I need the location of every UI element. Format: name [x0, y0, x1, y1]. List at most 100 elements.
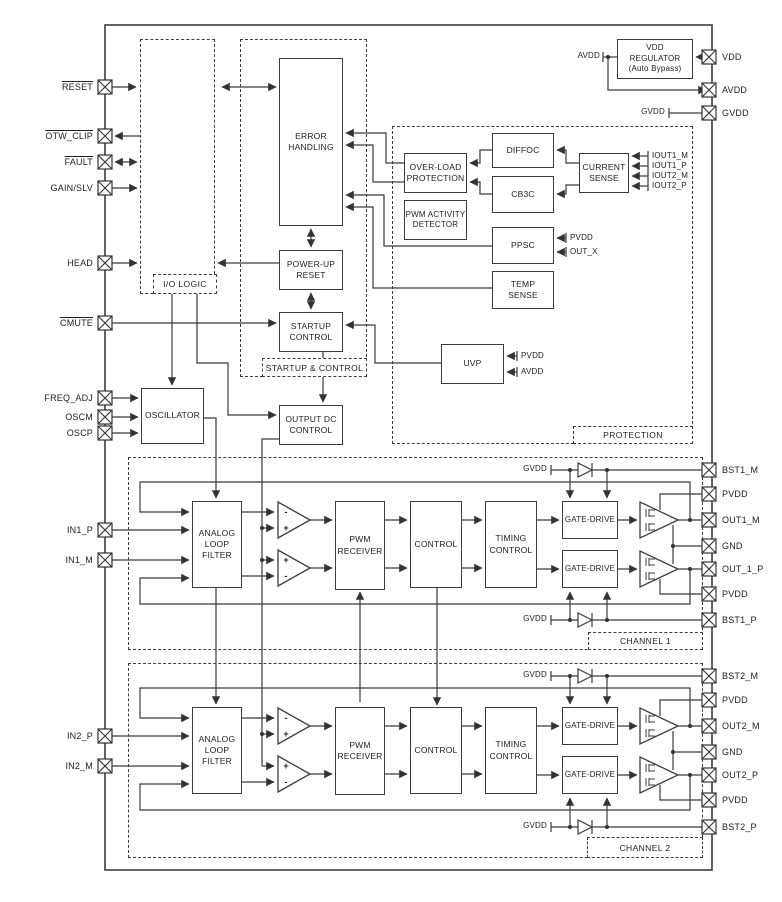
pin-terminal-icon [97, 180, 113, 196]
pin-terminal-icon [701, 561, 717, 577]
pin-terminal-icon [701, 512, 717, 528]
pin-in2-p: IN2_P [0, 728, 113, 744]
net-label-iout1-p: IOUT1_P [652, 161, 687, 170]
pin-label: OSCP [66, 428, 93, 438]
net-label-iout1-m: IOUT1_M [652, 151, 689, 160]
pin-gain-slv: GAIN/SLV [0, 180, 113, 196]
comparator-icon [277, 754, 312, 794]
comparator-sign: + [283, 523, 289, 533]
pin-bst2-m: BST2_M [701, 668, 758, 684]
block-error-handling: ERROR HANDLING [279, 58, 343, 226]
pin-label: BST2_M [722, 671, 759, 681]
startup-control-label-text: STARTUP & CONTROL [265, 362, 364, 373]
net-label-iout2-p: IOUT2_P [652, 181, 687, 190]
pin-pvdd-1: PVDD [701, 486, 748, 502]
block-output-dc-control: OUTPUT DC CONTROL [279, 405, 343, 445]
block-ch1-gate-drive-top: GATE-DRIVE [562, 501, 618, 539]
comparator-sign: - [284, 713, 288, 723]
pin-in2-m: IN2_M [0, 758, 113, 774]
pin-terminal-icon [701, 718, 717, 734]
net-label-iout2-m: IOUT2_M [652, 171, 689, 180]
pin-terminal-icon [97, 390, 113, 406]
diode-icon [577, 668, 594, 684]
pin-label: OUT1_M [722, 515, 760, 525]
block-uvp: UVP [441, 344, 504, 384]
pin-reset: RESET [0, 79, 113, 95]
pin-head: HEAD [0, 255, 113, 271]
channel2-region-label: CHANNEL 2 [587, 837, 703, 858]
pin-label: GVDD [722, 108, 749, 118]
pin-gvdd: GVDD [701, 105, 749, 121]
startup-control-region-label: STARTUP & CONTROL [262, 358, 367, 377]
comparator-sign: - [284, 777, 288, 787]
pin-terminal-icon [97, 728, 113, 744]
block-power-up-reset: POWER-UP RESET [279, 250, 343, 290]
pin-label: OUT2_M [722, 721, 760, 731]
net-label-gvdd: GVDD [523, 614, 547, 623]
pin-terminal-icon [97, 425, 113, 441]
pin-terminal-icon [701, 538, 717, 554]
block-ch2-timing-control: TIMING CONTROL [485, 707, 537, 794]
net-label-gvdd: GVDD [641, 107, 665, 116]
pin-label: OUT_1_P [722, 564, 764, 574]
io-logic-label-text: I/O LOGIC [163, 279, 207, 289]
pin-label: FAULT [64, 157, 93, 167]
block-ch2-gate-drive-top: GATE-DRIVE [562, 707, 618, 745]
pin-terminal-icon [701, 105, 717, 121]
pin-terminal-icon [701, 819, 717, 835]
comparator-sign: - [284, 507, 288, 517]
block-ch1-pwm-receiver: PWM RECEIVER [335, 501, 385, 590]
junction-dots [260, 55, 692, 829]
pin-terminal-icon [701, 462, 717, 478]
block-temp-sense: TEMP SENSE [492, 271, 554, 309]
channel1-region-label: CHANNEL 1 [588, 632, 703, 650]
diode-symbols [577, 462, 594, 835]
diode-icon [577, 612, 594, 628]
pin-label: IN2_P [66, 731, 93, 741]
pin-pvdd-2: PVDD [701, 586, 748, 602]
pin-bst1-p: BST1_P [701, 612, 757, 628]
block-diffoc: DIFFOC [492, 133, 554, 168]
block-cb3c: CB3C [492, 176, 554, 213]
pin-terminal-icon [97, 128, 113, 144]
block-ch1-analog-loop-filter: ANALOG LOOP FILTER [192, 501, 242, 588]
pin-label: BST1_M [722, 465, 759, 475]
net-label-gvdd: GVDD [523, 464, 547, 473]
comparator-icon [277, 706, 312, 746]
pin-label: FREQ_ADJ [44, 393, 93, 403]
pin-label: IN1_M [65, 555, 93, 565]
io-logic-region-label: I/O LOGIC [153, 274, 217, 294]
net-label-pvdd: PVDD [521, 351, 545, 360]
pin-terminal-icon [701, 49, 717, 65]
block-pwm-activity-detector: PWM ACTIVITY DETECTOR [404, 200, 467, 240]
pin-bst2-p: BST2_P [701, 819, 757, 835]
pin-label: BST1_P [722, 615, 757, 625]
net-label-pvdd: PVDD [570, 233, 594, 242]
net-label-avdd: AVDD [521, 367, 544, 376]
block-ch2-analog-loop-filter: ANALOG LOOP FILTER [192, 707, 242, 794]
pin-label: RESET [61, 82, 93, 92]
diode-icon [577, 462, 594, 478]
protection-region [392, 126, 693, 444]
pin-terminal-icon [701, 792, 717, 808]
pin-in1-m: IN1_M [0, 552, 113, 568]
pin-terminal-icon [701, 82, 717, 98]
block-ch1-control: CONTROL [410, 501, 462, 588]
pin-terminal-icon [701, 612, 717, 628]
pin-label: GAIN/SLV [50, 183, 93, 193]
pin-in1-p: IN1_P [0, 522, 113, 538]
pin-label: CMUTE [60, 318, 93, 328]
pin-out-1-p: OUT_1_P [701, 561, 763, 577]
diode-icon [577, 819, 594, 835]
block-ch2-gate-drive-bottom: GATE-DRIVE [562, 756, 618, 794]
io-logic-region [140, 39, 215, 294]
block-ch1-gate-drive-bottom: GATE-DRIVE [562, 550, 618, 588]
pin-oscm: OSCM [0, 409, 113, 425]
pin-out2-m: OUT2_M [701, 718, 760, 734]
pin-label: VDD [722, 52, 742, 62]
pin-terminal-icon [97, 154, 113, 170]
pin-out2-p: OUT2_P [701, 767, 758, 783]
block-oscillator: OSCILLATOR [141, 388, 204, 444]
